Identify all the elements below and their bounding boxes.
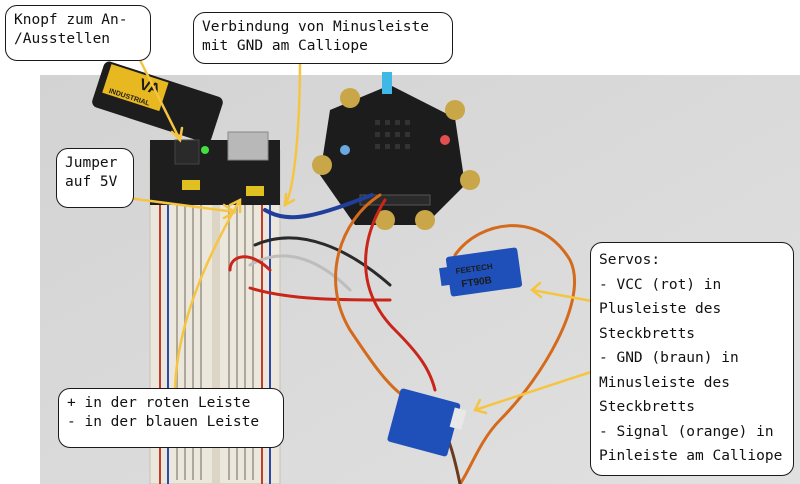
battery-9v: VA INDUSTRIAL [92,61,223,143]
annotation-line: Pinleiste am Calliope [599,448,783,464]
annotation-servos: Servos: - VCC (rot) in Plusleiste des St… [590,242,794,476]
annotation-line: Minusleiste des [599,374,730,391]
annotation-line: + in der roten Leiste [67,395,251,411]
annotation-line: Steckbretts [599,399,696,415]
annotation-rails: + in der roten Leiste - in der blauen Le… [58,388,284,448]
annotation-line: - in der blauen Leiste [67,414,260,430]
annotation-arrows [126,58,599,415]
annotation-line: Jumper [65,155,118,171]
annotation-line: /Ausstellen [14,31,111,47]
annotation-power-button: Knopf zum An- /Ausstellen [5,5,151,61]
annotation-line: Plusleiste des [599,301,722,317]
servo-model-text: FT90B [461,275,493,290]
annotation-line: Servos: [599,252,661,268]
annotation-line: - GND (braun) in [599,350,739,366]
annotation-line: - VCC (rot) in [599,276,722,293]
power-module [150,131,280,205]
annotation-line: mit GND am Calliope [202,38,368,54]
calliope-board [312,72,480,230]
wires [228,193,577,484]
annotation-gnd-connection: Verbindung von Minusleiste mit GND am Ca… [193,12,453,64]
annotation-line: Verbindung von Minusleiste [202,19,429,35]
annotation-line: auf 5V [65,174,118,190]
annotation-line: - Signal (orange) in [599,423,774,440]
servo-top: FEETECH FT90B [439,247,523,297]
servo-bottom [387,388,467,457]
annotation-jumper: Jumper auf 5V [56,148,134,208]
annotation-line: Steckbretts [599,325,696,342]
annotation-line: Knopf zum An- [14,12,128,28]
